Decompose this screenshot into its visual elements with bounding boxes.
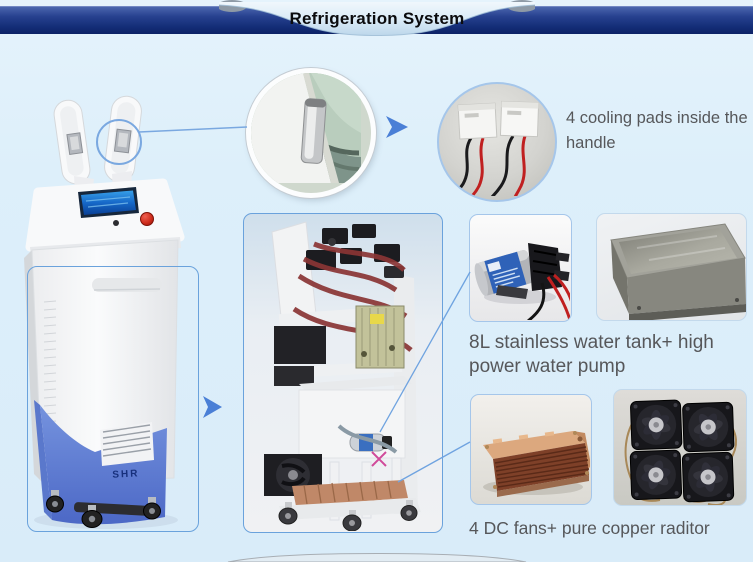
dc-fans-photo	[613, 389, 747, 506]
ribbon-banner	[219, 0, 535, 37]
psu-board	[355, 305, 405, 369]
handle-closeup-callout	[246, 68, 376, 198]
tank-front	[627, 258, 746, 314]
caption-tank-pump: 8L stainless water tank+ high power wate…	[469, 332, 714, 378]
emergency-stop-button	[140, 212, 154, 226]
cable-ties	[371, 451, 387, 467]
page-title: Refrigeration System	[289, 9, 465, 28]
ribbon-shape	[219, 2, 535, 36]
key-switch	[113, 220, 119, 226]
cooling-pad-strip	[300, 98, 327, 164]
fan-array	[629, 399, 735, 503]
fan-unit	[682, 401, 735, 453]
mid-component	[274, 326, 326, 364]
brand-label: SHR	[112, 468, 140, 480]
copper-radiator-photo	[470, 394, 592, 505]
caster-wheels	[46, 490, 161, 528]
recess-shadow	[93, 288, 161, 291]
water-pump-photo	[469, 214, 572, 322]
copper-radiator-strip	[292, 480, 408, 506]
pad-wires	[450, 135, 527, 200]
caption-fans-radiator: 4 DC fans+ pure copper raditor	[469, 518, 710, 538]
tank-left-side	[611, 240, 629, 314]
fan-unit	[681, 451, 735, 503]
frame-casters	[278, 500, 418, 531]
handle-closeup-photo	[251, 73, 361, 183]
radiator-slab	[483, 431, 590, 497]
ribbon-edge	[219, 4, 535, 37]
caption-cooling-pads: 4 cooling pads inside the handle	[566, 109, 748, 152]
water-tank-photo	[596, 213, 747, 321]
left-handle-holder	[53, 99, 91, 185]
base-left-side	[34, 400, 52, 520]
pump-motor	[474, 250, 535, 297]
peltier-pads	[457, 100, 540, 140]
internal-frame-photo	[243, 213, 443, 533]
arrow-right-icon	[386, 116, 408, 138]
cooling-pads-callout	[437, 82, 557, 202]
touch-screen	[78, 187, 139, 218]
machine-lower-outline	[27, 266, 199, 532]
bottom-ribbon-edge	[227, 552, 527, 562]
tank-bottom-lip	[629, 304, 746, 320]
front-vent-grille	[100, 422, 154, 466]
pump-wires	[527, 273, 570, 320]
tank-cavity	[619, 228, 737, 274]
fan-unit	[630, 399, 683, 450]
cooling-pads-photo	[450, 100, 540, 200]
fan-unit	[629, 449, 683, 501]
right-handle-holder	[104, 95, 142, 183]
